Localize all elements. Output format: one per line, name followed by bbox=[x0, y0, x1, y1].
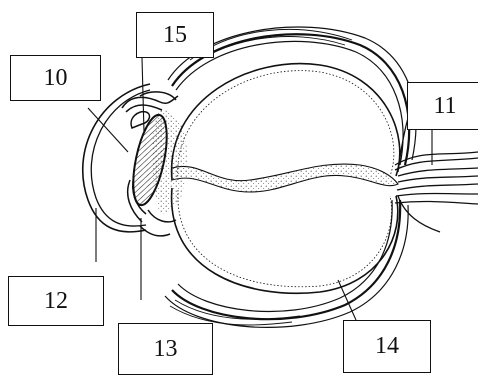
label-15: 15 bbox=[136, 12, 214, 58]
label-14: 14 bbox=[343, 320, 431, 373]
label-11: 11 bbox=[407, 82, 478, 130]
leader-line-10 bbox=[88, 108, 128, 152]
label-10: 10 bbox=[10, 55, 101, 101]
label-12: 12 bbox=[8, 276, 104, 326]
label-13: 13 bbox=[118, 323, 213, 375]
dotted-band bbox=[172, 164, 398, 192]
